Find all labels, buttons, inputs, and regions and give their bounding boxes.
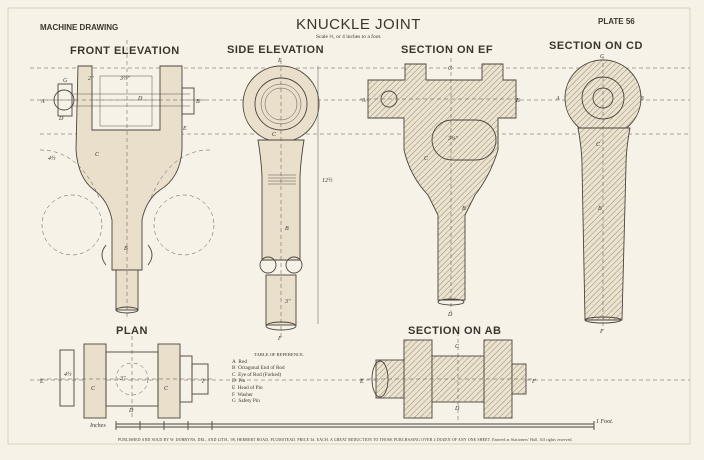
- svg-text:C: C: [272, 132, 277, 138]
- reference-key: E: [232, 384, 236, 391]
- svg-text:D: D: [454, 406, 460, 412]
- section-cd-title: SECTION ON CD: [549, 40, 643, 52]
- svg-text:3½": 3½": [119, 75, 131, 82]
- reference-text: Octagonal End of Rod: [238, 365, 285, 372]
- reference-title: TABLE OF REFERENCE.: [254, 352, 305, 357]
- svg-text:C: C: [448, 66, 453, 72]
- svg-text:B: B: [124, 246, 128, 252]
- reference-key: C: [232, 371, 236, 378]
- svg-text:E: E: [359, 379, 364, 385]
- svg-text:B: B: [640, 96, 644, 102]
- scale-left-label: Inches: [90, 423, 106, 429]
- svg-text:4½: 4½: [64, 371, 72, 378]
- svg-text:E: E: [39, 379, 44, 385]
- reference-text: Safety Pin: [238, 398, 260, 405]
- scale-bar: [115, 421, 595, 430]
- plate-number: PLATE 56: [598, 17, 635, 26]
- svg-text:3": 3": [119, 376, 126, 382]
- svg-text:C: C: [95, 152, 100, 158]
- svg-text:3": 3": [284, 299, 291, 305]
- publisher-footer: PUBLISHED AND SOLD BY W. DOBBYNS, DEL. A…: [118, 438, 573, 442]
- svg-text:F: F: [531, 379, 536, 385]
- reference-key: B: [232, 365, 236, 372]
- svg-text:B: B: [462, 206, 466, 212]
- svg-text:2": 2": [88, 76, 94, 82]
- svg-text:A: A: [361, 98, 366, 104]
- reference-text: Washer: [237, 391, 253, 398]
- svg-text:E: E: [277, 58, 282, 64]
- svg-text:D: D: [58, 116, 64, 122]
- svg-text:C: C: [455, 344, 460, 350]
- reference-text: Head of Pin: [237, 384, 263, 391]
- svg-text:12½: 12½: [322, 177, 333, 184]
- front-elevation: A B C D D E G B 2" 3½" 4½: [39, 40, 215, 320]
- svg-text:D: D: [128, 408, 134, 414]
- svg-text:C: C: [91, 386, 96, 392]
- reference-row: A Rod: [232, 359, 332, 366]
- svg-text:D: D: [447, 312, 453, 318]
- reference-row: F Washer: [232, 392, 332, 399]
- svg-text:E: E: [182, 126, 187, 132]
- reference-key: D: [232, 378, 236, 385]
- svg-text:3⅜": 3⅜": [447, 136, 459, 142]
- reference-key: G: [232, 398, 236, 405]
- section-ef: A B 3⅜" C B C D: [360, 58, 520, 318]
- svg-text:D: D: [137, 96, 143, 102]
- reference-row: D Pin: [232, 378, 332, 385]
- plate-border: [7, 7, 691, 445]
- reference-row: C Eye of Rod (Forked): [232, 372, 332, 379]
- reference-row: B Octagonal End of Rod: [232, 365, 332, 372]
- front-elevation-title: FRONT ELEVATION: [70, 45, 180, 57]
- series-title: MACHINE DRAWING: [40, 23, 119, 32]
- scale-note: Scale ⅓, or 4 inches to a foot.: [316, 34, 382, 40]
- section-ab-title: SECTION ON AB: [408, 325, 502, 337]
- reference-text: Rod: [238, 358, 247, 365]
- reference-key: A: [232, 358, 236, 365]
- section-ef-title: SECTION ON EF: [401, 44, 494, 56]
- reference-key: F: [232, 391, 235, 398]
- plan-title: PLAN: [116, 325, 148, 337]
- scale-right-label: 1 Foot.: [596, 419, 614, 425]
- svg-text:F: F: [277, 336, 282, 342]
- svg-text:B: B: [598, 206, 602, 212]
- svg-text:B: B: [285, 226, 289, 232]
- reference-table: TABLE OF REFERENCE. A Rod B Octagonal En…: [232, 352, 332, 405]
- svg-text:B: B: [196, 99, 200, 105]
- svg-text:F: F: [599, 329, 604, 335]
- side-elevation: 12½ E F C B 3": [242, 58, 333, 342]
- reference-row: E Head of Pin: [232, 385, 332, 392]
- side-elevation-title: SIDE ELEVATION: [227, 44, 325, 56]
- reference-text: Pin: [238, 378, 246, 385]
- svg-text:G: G: [63, 78, 68, 84]
- plan-view: E F C C 3" D 4½: [39, 336, 212, 419]
- reference-text: Eye of Rod (Forked): [238, 371, 282, 378]
- section-cd: C F A B B C: [555, 54, 644, 335]
- svg-text:C: C: [596, 142, 601, 148]
- reference-row: G Safety Pin: [232, 398, 332, 405]
- plate-title: KNUCKLE JOINT: [296, 16, 421, 33]
- svg-text:C: C: [600, 54, 605, 60]
- svg-text:C: C: [164, 386, 169, 392]
- svg-text:A: A: [40, 99, 45, 105]
- svg-text:B: B: [516, 98, 520, 104]
- svg-text:A: A: [555, 96, 560, 102]
- section-ab: E F C D: [359, 332, 536, 420]
- svg-text:F: F: [201, 379, 206, 385]
- svg-text:4½: 4½: [48, 155, 56, 162]
- svg-text:C: C: [424, 156, 429, 162]
